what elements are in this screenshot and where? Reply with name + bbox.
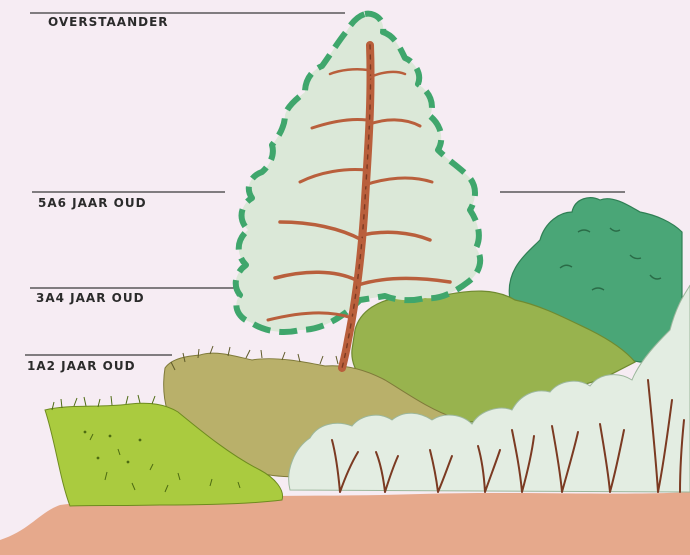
label-overstaander: OVERSTAANDER (48, 15, 169, 29)
label-1a2-jaar-oud: 1A2 JAAR OUD (27, 359, 136, 373)
label-3a4-jaar-oud: 3A4 JAAR OUD (36, 291, 145, 305)
label-5a6-jaar-oud: 5A6 JAAR OUD (38, 196, 147, 210)
